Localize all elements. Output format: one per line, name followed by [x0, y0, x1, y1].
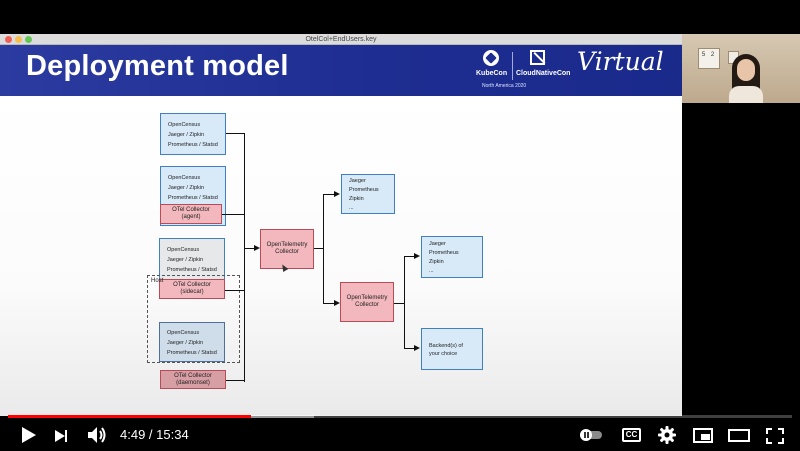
- connector-line: [225, 290, 244, 291]
- speaker-webcam: 5 2: [682, 34, 800, 103]
- collector-label: Collector: [341, 302, 393, 309]
- source-line: Jaeger / Zipkin: [160, 257, 224, 263]
- event-subline: North America 2020: [482, 83, 526, 89]
- source-line: Prometheus / Statsd: [161, 195, 225, 201]
- backend-box: Jaeger Prometheus Zipkin ...: [341, 174, 395, 214]
- fullscreen-icon: [766, 438, 772, 444]
- source-line: OpenCensus: [160, 330, 224, 336]
- source-line: Jaeger / Zipkin: [160, 340, 224, 346]
- autoplay-toggle[interactable]: [580, 429, 604, 440]
- backend-line: ...: [342, 205, 394, 211]
- speaker-body: [729, 86, 763, 103]
- source-line: Prometheus / Statsd: [161, 142, 225, 148]
- volume-button[interactable]: [86, 424, 108, 446]
- subtitles-button[interactable]: CC: [621, 424, 643, 446]
- connector-line: [394, 303, 404, 304]
- cloudnativecon-logo-icon: [530, 50, 545, 65]
- virtual-logo-text: Virtual: [577, 47, 664, 76]
- settings-button[interactable]: [656, 424, 678, 446]
- play-icon: [22, 427, 36, 443]
- source-line: OpenCensus: [160, 247, 224, 253]
- collector-label: OTel Collector: [161, 373, 225, 380]
- fullscreen-icon: [778, 428, 784, 434]
- collector-label: OpenTelemetry: [261, 242, 313, 249]
- second-collector-box: OpenTelemetry Collector: [340, 282, 394, 322]
- source-box: OpenCensus Jaeger / Zipkin Prometheus / …: [159, 322, 225, 362]
- pause-icon: [580, 429, 592, 441]
- backend-line: your choice: [422, 351, 482, 357]
- agent-collector-box: OTel Collector (agent): [160, 204, 222, 224]
- arrowhead-icon: [334, 191, 340, 197]
- miniplayer-button[interactable]: [691, 424, 715, 446]
- collector-mode: (agent): [161, 214, 221, 221]
- gear-icon: [656, 424, 678, 446]
- source-line: Prometheus / Statsd: [160, 350, 224, 356]
- backend-line: Jaeger: [422, 241, 482, 247]
- backend-line: Zipkin: [342, 196, 394, 202]
- custom-backend-box: Backend(s) of your choice: [421, 328, 483, 370]
- source-line: Jaeger / Zipkin: [161, 185, 225, 191]
- backend-line: ...: [422, 268, 482, 274]
- source-line: Prometheus / Statsd: [160, 267, 224, 273]
- collector-label: OpenTelemetry: [341, 295, 393, 302]
- backend-line: Backend(s) of: [422, 343, 482, 349]
- connector-line: [226, 133, 244, 134]
- cc-icon: CC: [622, 428, 641, 442]
- play-button[interactable]: [18, 424, 38, 446]
- progress-played: [8, 415, 251, 418]
- logo-divider: [512, 52, 513, 80]
- slide-header: Deployment model KubeCon CloudNativeCon …: [0, 45, 682, 96]
- source-box: OpenCensus Jaeger / Zipkin Prometheus / …: [160, 113, 226, 155]
- theater-icon: [728, 429, 750, 442]
- source-line: OpenCensus: [161, 122, 225, 128]
- central-collector-box: OpenTelemetry Collector: [260, 229, 314, 269]
- daemonset-collector-box: OTel Collector (daemonset): [160, 370, 226, 389]
- next-bar-icon: [65, 430, 67, 442]
- backend-box: Jaeger Prometheus Zipkin ...: [421, 236, 483, 278]
- collector-label: Collector: [261, 249, 313, 256]
- cloudnativecon-logo-text: CloudNativeCon: [516, 70, 570, 77]
- connector-line: [323, 194, 334, 195]
- presentation-window: OtelCol+EndUsers.key Deployment model Ku…: [0, 34, 682, 416]
- host-label: Host: [151, 278, 163, 284]
- slide-body: [0, 96, 682, 416]
- fullscreen-icon: [778, 438, 784, 444]
- kubecon-logo-text: KubeCon: [476, 70, 507, 77]
- next-video-button[interactable]: [52, 424, 70, 446]
- volume-icon: [86, 424, 108, 446]
- miniplayer-inner-icon: [701, 434, 710, 440]
- arrowhead-icon: [414, 253, 420, 259]
- connector-line: [404, 256, 405, 349]
- connector-line: [244, 133, 245, 382]
- wall-frame-text: 5 2: [700, 52, 718, 58]
- connector-line: [222, 214, 244, 215]
- next-icon: [55, 430, 65, 442]
- arrowhead-icon: [414, 345, 420, 351]
- window-title: OtelCol+EndUsers.key: [0, 34, 682, 45]
- time-display: 4:49 / 15:34: [120, 427, 189, 442]
- progress-bar[interactable]: [8, 415, 792, 418]
- fullscreen-icon: [766, 428, 772, 434]
- collector-mode: (daemonset): [161, 380, 225, 387]
- connector-line: [323, 194, 324, 304]
- source-line: Jaeger / Zipkin: [161, 132, 225, 138]
- connector-line: [404, 256, 414, 257]
- collector-label: OTel Collector: [161, 207, 221, 214]
- connector-line: [323, 303, 334, 304]
- connector-line: [226, 380, 244, 381]
- theater-mode-button[interactable]: [727, 424, 751, 446]
- backend-line: Prometheus: [342, 187, 394, 193]
- connector-line: [244, 248, 254, 249]
- fullscreen-button[interactable]: [764, 424, 786, 446]
- speaker-face: [737, 59, 755, 81]
- connector-line: [404, 348, 414, 349]
- backend-line: Prometheus: [422, 250, 482, 256]
- kubecon-logo-icon: [483, 50, 499, 66]
- backend-line: Zipkin: [422, 259, 482, 265]
- backend-line: Jaeger: [342, 178, 394, 184]
- source-line: OpenCensus: [161, 175, 225, 181]
- slide-title: Deployment model: [26, 50, 289, 83]
- window-titlebar: OtelCol+EndUsers.key: [0, 34, 682, 45]
